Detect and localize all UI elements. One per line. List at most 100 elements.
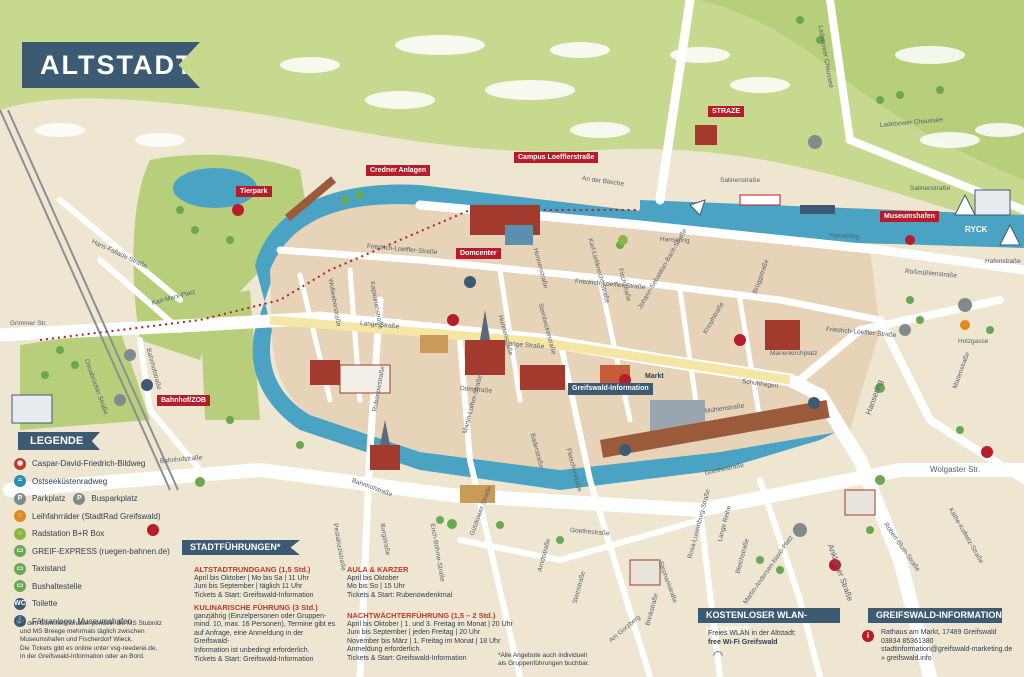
street-label: Holzgasse	[958, 338, 989, 345]
taxi-icon: ▭	[14, 562, 26, 575]
ferry-note-line: in der Greifswald-Information oder an Bo…	[20, 652, 145, 660]
label-markt[interactable]: Markt	[645, 373, 664, 380]
street-label: Wolgaster Str.	[930, 465, 981, 474]
park-west	[133, 154, 310, 360]
label-tierpark[interactable]: Tierpark	[236, 186, 272, 197]
tour-line: Juni bis September | täglich 11 Uhr	[194, 583, 303, 591]
buildings	[11, 125, 1011, 586]
bike-icon: ≈	[14, 475, 26, 488]
old-town	[270, 204, 880, 470]
legend-label: Radstation B+R Box	[32, 529, 105, 539]
tour-line: Information ist unbedingt erforderlich.	[194, 646, 310, 654]
legend-heading: LEGENDE	[18, 432, 100, 450]
tour-line: April bis Oktober	[347, 574, 399, 582]
wc-icon: WC	[14, 597, 26, 610]
pedestrian-zone	[269, 315, 791, 385]
street-label: Hafenstraße	[985, 258, 1021, 265]
tour-line: mind. 10, max. 16 Personen), Termine gib…	[194, 621, 336, 629]
footnote-line: *Alle Angebote auch individuell	[498, 652, 587, 659]
tour-aula-karzer: AULA & KARZER April bis Oktober Mo bis S…	[347, 565, 467, 600]
street-label: Salinenstraße	[910, 185, 951, 192]
street-label: Salinenstraße	[720, 177, 761, 184]
label-campus[interactable]: Campus Loefflerstraße	[514, 152, 599, 163]
label-straze[interactable]: STRAZE	[708, 106, 744, 117]
label-domcenter[interactable]: Domcenter	[456, 248, 501, 259]
info-details: Rathaus am Markt, 17489 Greifswald 03834…	[881, 629, 1021, 663]
label-bahnhof[interactable]: Bahnhof/ZOB	[157, 395, 211, 406]
tour-line: Juni bis September | jeden Freitag | 20 …	[347, 629, 481, 637]
tour-line: Tickets & Start: Greifswald-Information	[194, 591, 314, 599]
map-markers	[114, 135, 993, 571]
tour-line: ganzjährig (Einzelpersonen oder Gruppen-	[194, 612, 327, 620]
tour-line: Anmeldung erforderlich.	[347, 646, 422, 654]
legend-label: Parkplatz	[32, 494, 66, 504]
info-line: Rathaus am Markt, 17489 Greifswald	[881, 629, 997, 636]
legend-item: ⚓ Fähranleger Museumshafen	[14, 613, 182, 631]
tour-line: Tickets & Start: Greifswald-Information	[347, 654, 467, 662]
legend: ◉Caspar-David-Friedrich-Bildweg ≈ Ostseek…	[14, 455, 182, 630]
legend-item: ▭ Taxistand	[14, 560, 182, 578]
tours-footnote: *Alle Angebote auch individuell als Grup…	[498, 652, 608, 668]
legend-item: ○Radstation B+R Box	[14, 525, 182, 543]
legend-label: Taxistand	[32, 564, 66, 574]
tour-title: AULA & KARZER	[347, 565, 409, 574]
tierpark-pond	[173, 168, 257, 208]
legend-item: ▭Bushaltestelle	[14, 578, 182, 596]
wlan-line: Freies WLAN in der Altstadt:	[708, 630, 796, 637]
wlan-info: Freies WLAN in der Altstadt: free Wi-Fi …	[708, 630, 843, 663]
bus-icon: ▭	[14, 580, 26, 593]
legend-item: ≈ Ostseeküstenradweg	[14, 473, 182, 491]
label-credner-anlagen[interactable]: Credner Anlagen	[366, 165, 431, 176]
tour-title: ALTSTADTRUNDGANG (1,5 Std.)	[194, 565, 311, 574]
parking-icon: P	[14, 492, 26, 505]
legend-item: ▭ GREIF-EXPRESS (ruegen-bahnen.de)	[14, 543, 182, 561]
wifi-icon: ◠	[712, 648, 724, 663]
camera-icon: ◉	[14, 457, 26, 470]
anchor-icon: ⚓	[14, 615, 26, 628]
info-line: 03834 85361380	[881, 637, 934, 645]
clouds	[35, 35, 1024, 148]
ferry-note-line: und MS Breege mehrmals täglich zwischen	[20, 628, 145, 636]
label-museumshafen[interactable]: Museumshafen	[880, 211, 939, 222]
wlan-heading: KOSTENLOSER WLAN-HOTSPOT	[698, 608, 840, 635]
legend-label: GREIF-EXPRESS (ruegen-bahnen.de)	[32, 546, 170, 556]
page-title: ALTSTADT	[22, 42, 200, 88]
wlan-network: free Wi-Fi Greifswald	[708, 638, 778, 646]
legend-label: Toilette	[32, 599, 58, 609]
tours-heading: STADTFÜHRUNGEN*	[182, 540, 300, 555]
legend-label: Fähranleger Museumshafen	[32, 616, 133, 626]
picture-trail	[39, 209, 640, 341]
tour-line: Mo bis So | 15 Uhr	[347, 583, 405, 591]
tour-line: April bis Oktober | 1. und 3. Freitag im…	[347, 620, 513, 628]
tour-kulinarisch: KULINARISCHE FÜHRUNG (3 Std.) ganzjährig…	[194, 603, 339, 664]
label-greifswald-information[interactable]: Greifswald-Information	[568, 383, 653, 395]
street-label: Marienkirchplatz	[770, 350, 818, 357]
tour-title: NACHTWÄCHTERFÜHRUNG (1,5 – 2 Std.)	[347, 611, 496, 620]
legend-item: ◉Caspar-David-Friedrich-Bildweg	[14, 455, 182, 473]
ferry-note-line: Museumshafen und Fischerdorf Wieck.	[20, 636, 133, 644]
boats	[689, 193, 1021, 246]
info-line: » greifswald.info	[881, 654, 932, 662]
info-line: stadtinformation@greifswald-marketing.de	[881, 646, 1013, 654]
tour-line: auf Anfrage, eine Anmeldung in der Greif…	[194, 629, 304, 646]
tour-line: Tickets & Start: Greifswald-Information	[194, 655, 314, 663]
legend-item: WC Toilette	[14, 595, 182, 613]
ferry-note-line: Die Tickets gibt es online unter vsg-ree…	[20, 644, 158, 652]
green-field	[0, 0, 1024, 230]
tour-title: KULINARISCHE FÜHRUNG (3 Std.)	[194, 603, 318, 612]
bus-parking-icon: P	[73, 492, 86, 505]
tour-line: April bis Oktober | Mo bis Sa | 11 Uhr	[194, 574, 309, 582]
label-ryck: RYCK	[965, 225, 988, 234]
legend-label: Ostseeküstenradweg	[32, 476, 108, 486]
info-icon: i	[862, 630, 874, 642]
ferry-note: In den Sommermonaten pendeln die MS Stub…	[20, 620, 185, 661]
info-heading: GREIFSWALD-INFORMATION	[868, 608, 1002, 623]
tour-nachtwaechter: NACHTWÄCHTERFÜHRUNG (1,5 – 2 Std.) April…	[347, 611, 522, 664]
tour-line: November bis März | 1. Freitag im Monat …	[347, 637, 501, 645]
tour-altstadtrundgang: ALTSTADTRUNDGANG (1,5 Std.) April bis Ok…	[194, 565, 334, 600]
street-label: Hansering	[829, 232, 860, 241]
legend-label: Leihfahrräder (StadtRad Greifswald)	[32, 511, 161, 521]
train-icon: ▭	[14, 545, 26, 558]
